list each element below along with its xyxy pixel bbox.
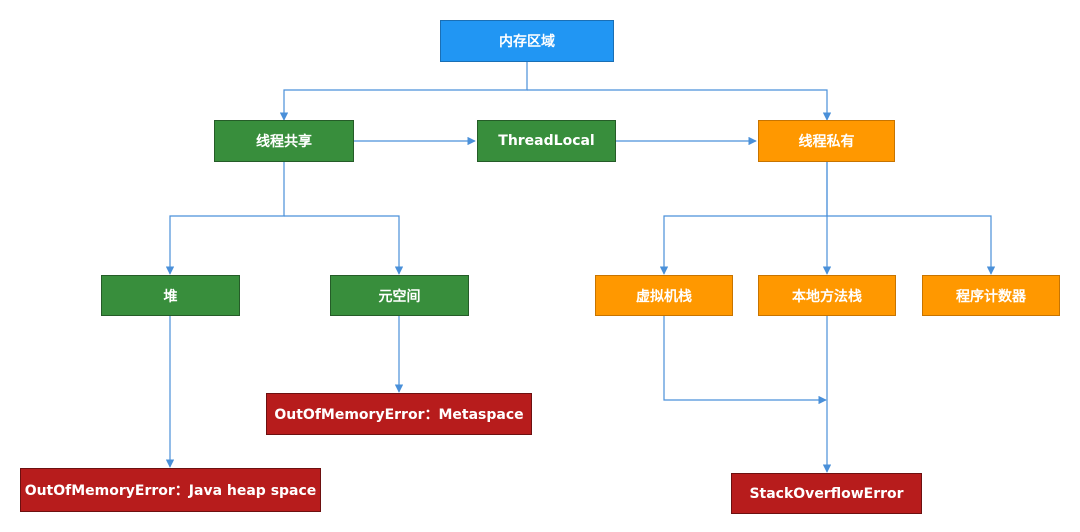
node-threadlocal: ThreadLocal xyxy=(477,120,616,162)
node-oom-heap: OutOfMemoryError：Java heap space xyxy=(20,468,321,512)
node-vm-stack: 虚拟机栈 xyxy=(595,275,733,316)
node-oom-metaspace: OutOfMemoryError：Metaspace xyxy=(266,393,532,435)
edge-vmstack-merge xyxy=(663,316,827,405)
edge-private-pc xyxy=(827,215,996,275)
edge-root-private xyxy=(527,89,832,121)
edge-shared-metaspace xyxy=(284,215,404,275)
node-native-method-stack: 本地方法栈 xyxy=(758,275,896,316)
node-metaspace: 元空间 xyxy=(330,275,469,316)
node-program-counter: 程序计数器 xyxy=(922,275,1060,316)
node-stack-overflow: StackOverflowError xyxy=(731,473,922,514)
node-heap: 堆 xyxy=(101,275,240,316)
node-thread-shared: 线程共享 xyxy=(214,120,354,162)
edge-private-vmstack xyxy=(659,162,828,275)
node-thread-private: 线程私有 xyxy=(758,120,895,162)
edge-root-shared xyxy=(279,62,528,121)
node-memory-region: 内存区域 xyxy=(440,20,614,62)
edge-shared-heap xyxy=(165,162,285,275)
